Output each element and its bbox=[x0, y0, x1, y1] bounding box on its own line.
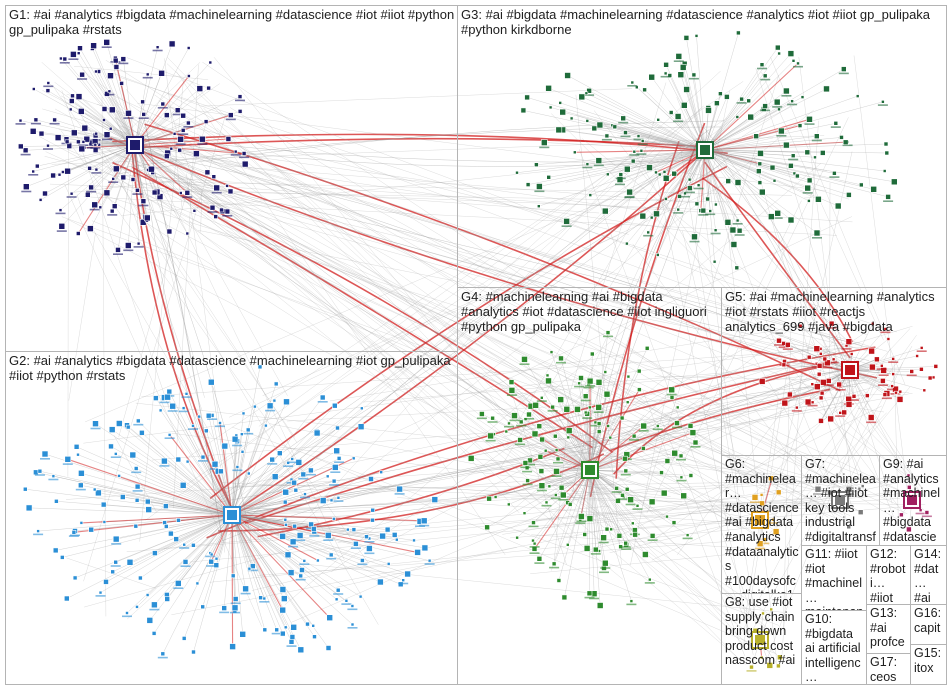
group-panel-g13: G13: #ai profce… bbox=[866, 604, 911, 654]
group-label-g9: G9: #ai #analytics #machinel… #bigdata #… bbox=[883, 457, 944, 546]
group-panel-g4: G4: #machinelearning #ai #bigdata #analy… bbox=[457, 287, 722, 685]
group-panel-g2: G2: #ai #analytics #bigdata #datascience… bbox=[5, 351, 458, 685]
group-panel-g6: G6: #machinelear… #datascience #ai #bigd… bbox=[721, 455, 802, 594]
group-label-g1: G1: #ai #analytics #bigdata #machinelear… bbox=[9, 7, 455, 37]
group-label-g10: G10: #bigdata ai artificial intelligenc… bbox=[805, 612, 864, 685]
group-label-g13: G13: #ai profce… bbox=[870, 606, 908, 654]
group-label-g7: G7: #machinelea… #iot #iiot key tools in… bbox=[805, 457, 877, 546]
group-label-g16: G16: capit… bbox=[914, 606, 944, 645]
group-label-g15: G15: itox… bbox=[914, 646, 944, 685]
group-panel-g12: G12: #roboti… #iiot #fibero… bbox=[866, 545, 911, 605]
group-label-g17: G17: ceos… bbox=[870, 655, 908, 685]
group-label-g3: G3: #ai #bigdata #machinelearning #datas… bbox=[461, 7, 944, 37]
group-label-g4: G4: #machinelearning #ai #bigdata #analy… bbox=[461, 289, 719, 334]
group-panel-g17: G17: ceos… bbox=[866, 653, 911, 685]
group-label-g2: G2: #ai #analytics #bigdata #datascience… bbox=[9, 353, 455, 383]
group-panel-g3: G3: #ai #bigdata #machinelearning #datas… bbox=[457, 5, 947, 288]
group-label-g6: G6: #machinelear… #datascience #ai #bigd… bbox=[725, 457, 799, 594]
group-panel-g11: G11: #iiot #iot #machinel… maintenan… bbox=[801, 545, 867, 611]
group-panel-g5: G5: #ai #machinelearning #analytics #iot… bbox=[721, 287, 947, 456]
group-label-g12: G12: #roboti… #iiot #fibero… bbox=[870, 547, 908, 605]
group-label-g5: G5: #ai #machinelearning #analytics #iot… bbox=[725, 289, 944, 334]
group-label-g14: G14: #dat… #ai #ma… bbox=[914, 547, 944, 605]
group-label-g8: G8: use #iot supply chain bring down pro… bbox=[725, 595, 799, 668]
group-panel-g10: G10: #bigdata ai artificial intelligenc… bbox=[801, 610, 867, 685]
group-panel-g7: G7: #machinelea… #iot #iiot key tools in… bbox=[801, 455, 880, 546]
group-panel-g16: G16: capit… bbox=[910, 604, 947, 645]
group-panel-g9: G9: #ai #analytics #machinel… #bigdata #… bbox=[879, 455, 947, 546]
group-panel-g14: G14: #dat… #ai #ma… bbox=[910, 545, 947, 605]
group-label-g11: G11: #iiot #iot #machinel… maintenan… bbox=[805, 547, 864, 611]
group-panel-g8: G8: use #iot supply chain bring down pro… bbox=[721, 593, 802, 685]
group-panel-g15: G15: itox… bbox=[910, 644, 947, 685]
group-panel-g1: G1: #ai #analytics #bigdata #machinelear… bbox=[5, 5, 458, 352]
